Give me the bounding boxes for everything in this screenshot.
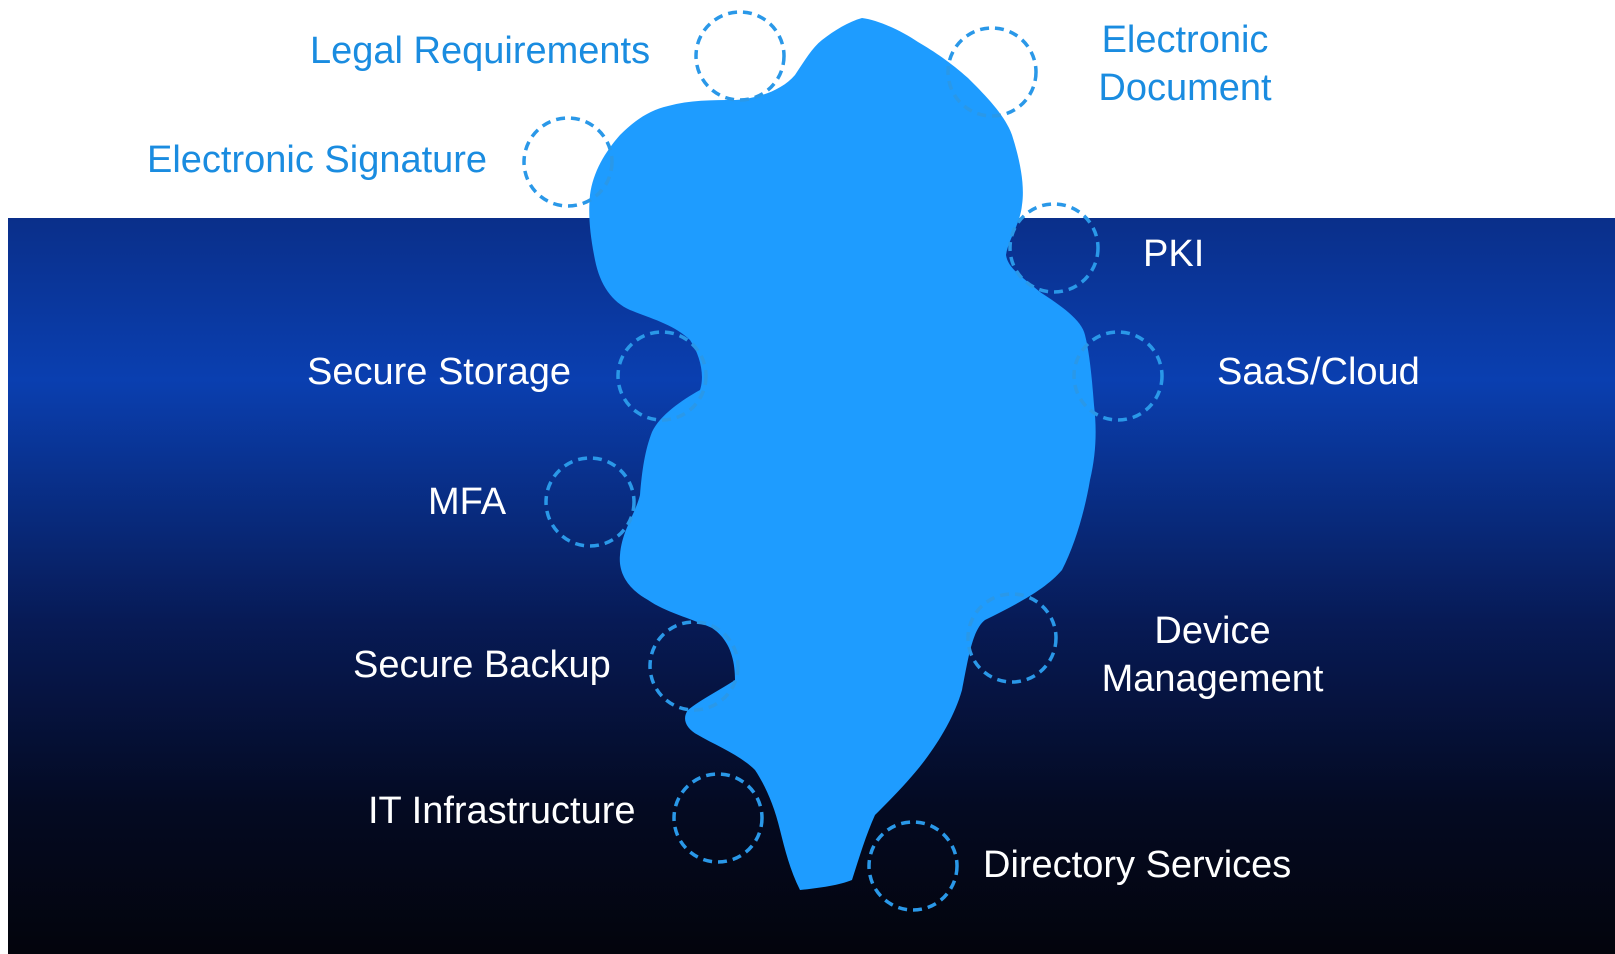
- it-infrastructure-label: IT Infrastructure: [368, 790, 636, 832]
- pki-circle: [1008, 202, 1100, 294]
- secure-storage-label: Secure Storage: [307, 351, 572, 393]
- device-management-line1: Device: [1154, 610, 1271, 652]
- electronic-signature-label: Electronic Signature: [147, 139, 488, 181]
- mfa-label: MFA: [428, 481, 507, 523]
- electronic-document-line1: Electronic: [1101, 19, 1269, 61]
- electronic-document-circle: [946, 26, 1038, 118]
- it-infrastructure-circle: [672, 772, 764, 864]
- directory-services-label: Directory Services: [983, 844, 1292, 886]
- iceberg: [589, 18, 1096, 890]
- device-management-circle: [966, 592, 1058, 684]
- electronic-signature-circle: [522, 116, 614, 208]
- mfa-circle: [544, 456, 636, 548]
- legal-requirements-label: Legal Requirements: [310, 30, 651, 72]
- electronic-document-label: Electronic Document: [1085, 16, 1285, 112]
- pki-label: PKI: [1143, 233, 1205, 275]
- saas-cloud-label: SaaS/Cloud: [1217, 351, 1420, 393]
- device-management-label: Device Management: [1085, 607, 1340, 703]
- legal-requirements-circle: [694, 10, 786, 102]
- directory-services-circle: [867, 820, 959, 912]
- marker-circles: [522, 10, 1164, 912]
- secure-storage-circle: [616, 330, 708, 422]
- secure-backup-circle: [648, 620, 740, 712]
- saas-cloud-circle: [1072, 330, 1164, 422]
- secure-backup-label: Secure Backup: [353, 644, 611, 686]
- electronic-document-line2: Document: [1098, 67, 1272, 109]
- device-management-line2: Management: [1101, 658, 1324, 700]
